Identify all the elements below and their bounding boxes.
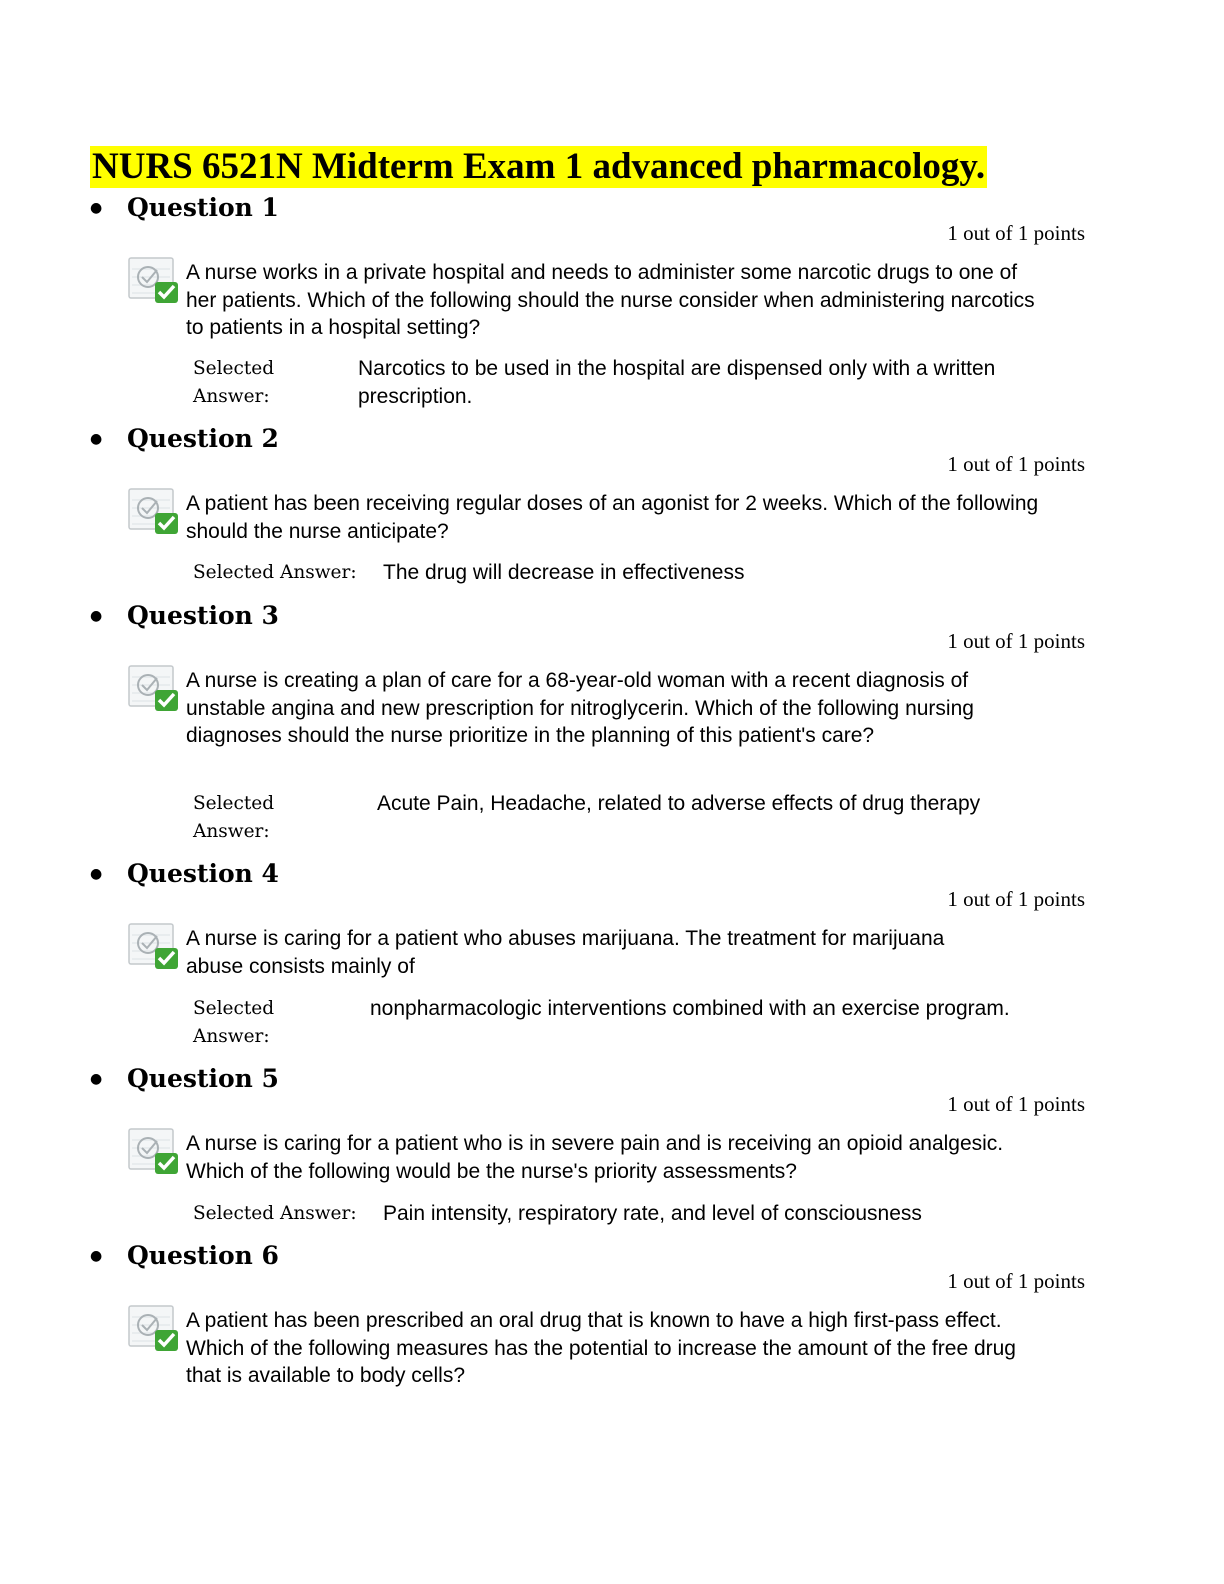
question-title: Question 4 [127,859,279,888]
bullet-icon: ● [90,431,103,447]
points-label: 1 out of 1 points [947,221,1085,245]
points-label: 1 out of 1 points [947,1092,1085,1116]
question-title: Question 3 [127,601,279,630]
bullet-icon: ● [90,1071,103,1087]
selected-answer-value: nonpharmacologic interventions combined … [370,997,1010,1020]
question-text: A nurse works in a private hospital and … [186,261,1035,339]
selected-answer-value: Pain intensity, respiratory rate, and le… [383,1202,922,1225]
selected-answer-value: Narcotics to be used in the hospital are… [358,357,996,408]
checked-answer-icon [128,1128,178,1174]
question-heading: ● Question 5 [90,1064,279,1094]
document-title: NURS 6521N Midterm Exam 1 advanced pharm… [90,146,988,188]
question-heading: ● Question 4 [90,859,279,889]
question-title: Question 5 [127,1064,279,1093]
points-label: 1 out of 1 points [947,1269,1085,1293]
checked-answer-icon [128,257,178,303]
question-text: A patient has been prescribed an oral dr… [186,1309,1016,1387]
bullet-icon: ● [90,1248,103,1264]
question-heading: ● Question 1 [90,193,279,223]
question-title: Question 2 [127,424,279,453]
points-label: 1 out of 1 points [947,887,1085,911]
bullet-icon: ● [90,866,103,882]
question-title: Question 1 [127,193,279,222]
selected-answer-value: The drug will decrease in effectiveness [383,561,745,584]
selected-answer-label: Selected Answer: [193,562,357,583]
checked-answer-icon [128,1305,178,1351]
bullet-icon: ● [90,608,103,624]
selected-answer-value: Acute Pain, Headache, related to adverse… [377,792,981,815]
question-text: A nurse is caring for a patient who is i… [186,1132,1004,1183]
question-title: Question 6 [127,1241,279,1270]
question-text: A patient has been receiving regular dos… [186,492,1039,543]
checked-answer-icon [128,665,178,711]
points-label: 1 out of 1 points [947,452,1085,476]
checked-answer-icon [128,488,178,534]
question-heading: ● Question 3 [90,601,279,631]
question-text: A nurse is creating a plan of care for a… [186,669,974,747]
question-heading: ● Question 6 [90,1241,279,1271]
points-label: 1 out of 1 points [947,629,1085,653]
selected-answer-label: Selected Answer: [193,1203,357,1224]
question-text: A nurse is caring for a patient who abus… [186,927,945,978]
checked-answer-icon [128,923,178,969]
bullet-icon: ● [90,200,103,216]
question-heading: ● Question 2 [90,424,279,454]
